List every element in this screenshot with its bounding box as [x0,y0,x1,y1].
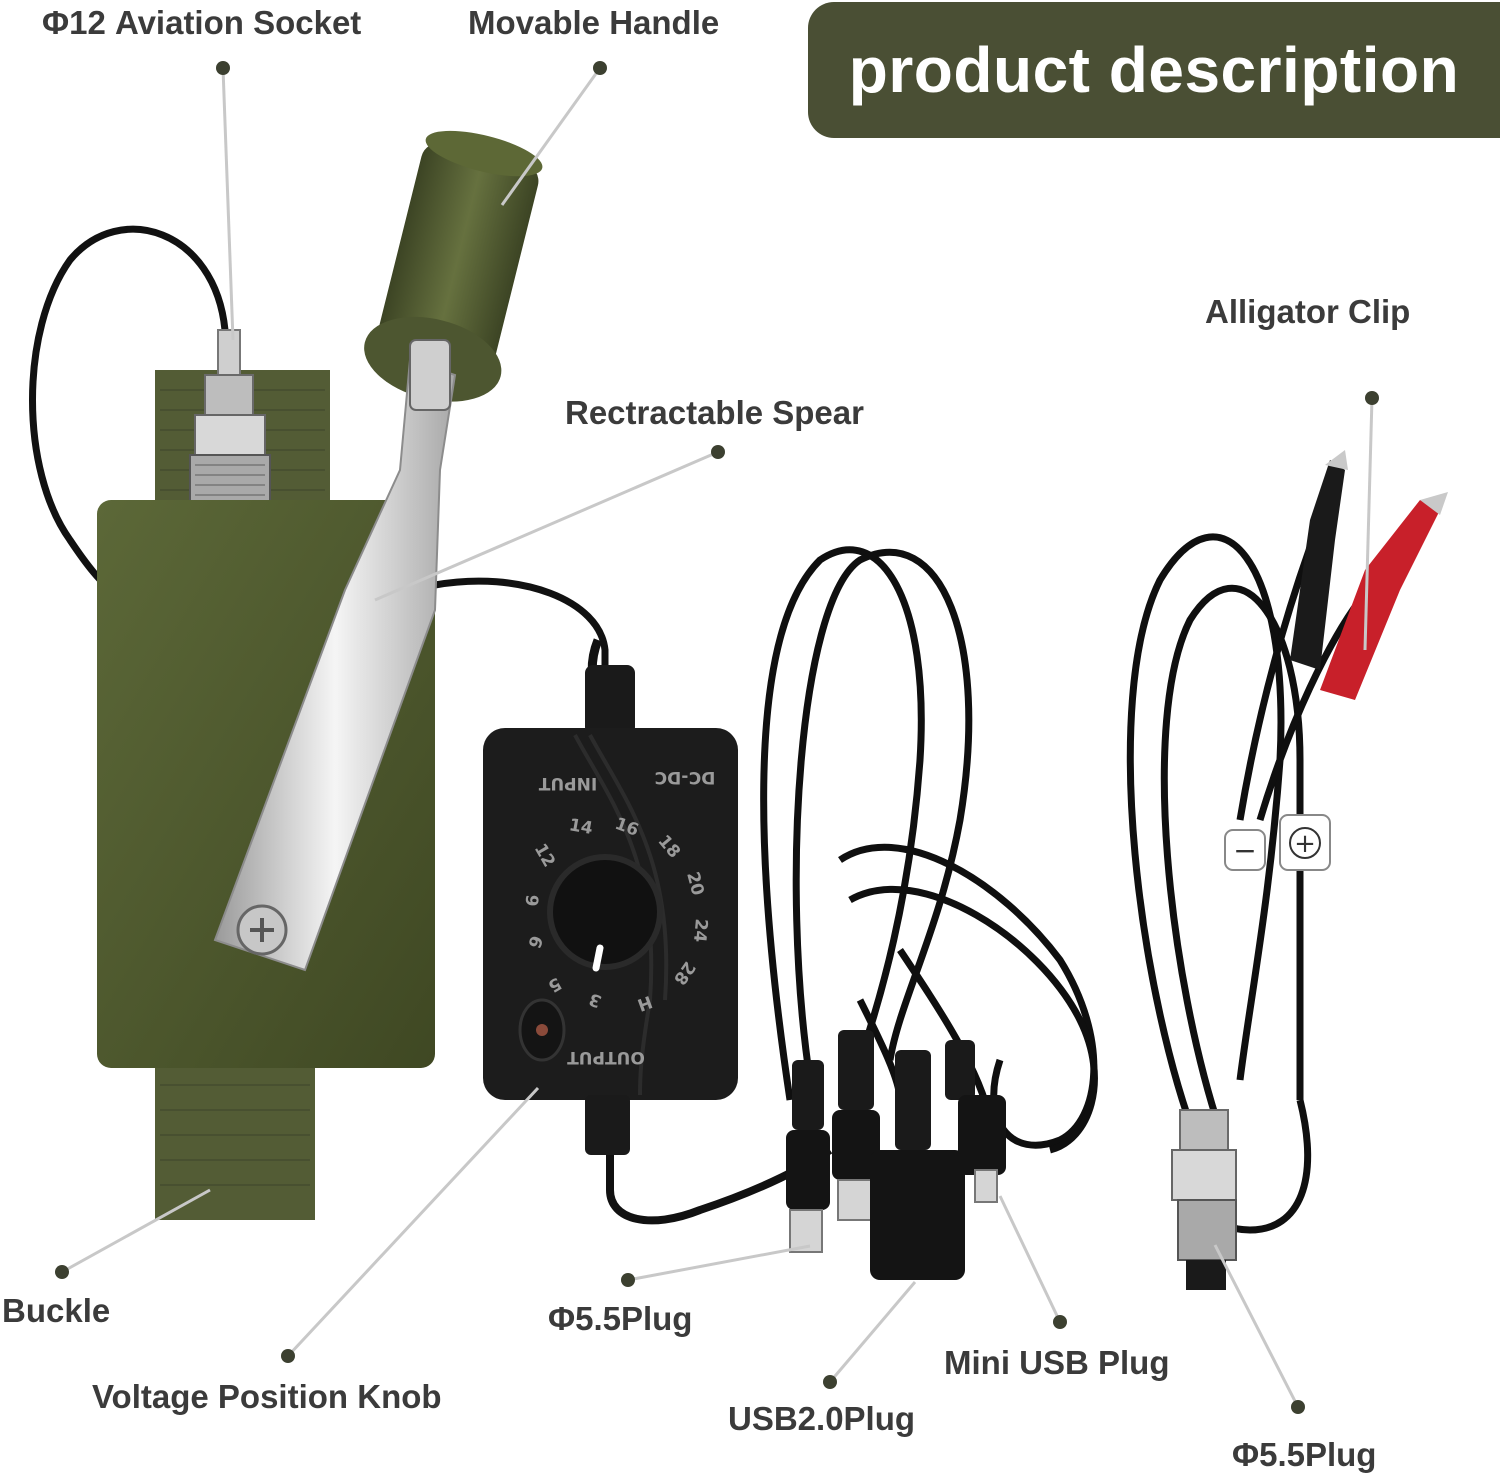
header-banner: product description [808,2,1500,138]
controller-dcdc-text: DC-DC [655,767,716,787]
leader-dots [55,61,1379,1414]
voltage-knob [547,854,663,970]
label-movable-handle: Movable Handle [468,4,720,41]
label-aviation-socket: Φ12 Aviation Socket [42,4,362,41]
dial-h: H [635,991,655,1015]
label-plug-55-right: Φ5.5Plug [1232,1436,1377,1473]
svg-text:−: − [1233,834,1256,867]
aviation-socket [189,329,271,504]
dial-14: 14 [567,815,594,839]
label-usb20-plug: USB2.0Plug [728,1400,916,1437]
label-alligator-clip: Alligator Clip [1205,293,1411,330]
banner-title: product description [848,34,1460,106]
controller-input-text: INPUT [538,773,597,793]
body-cable [434,577,609,670]
alligator-clip-red [1320,492,1448,700]
alligator-clip-black [1290,450,1348,670]
svg-text:+: + [1294,829,1316,859]
aviation-plug-right [1171,1109,1237,1290]
movable-handle [364,130,543,402]
label-mini-usb-plug: Mini USB Plug [944,1344,1170,1381]
label-retractable-spear: Rectractable Spear [565,394,864,431]
label-plug-55-left: Φ5.5Plug [548,1300,693,1337]
plug-55-left [786,1060,830,1253]
clip-cable [1126,518,1363,1234]
usb20-plug [870,1050,965,1280]
plug-55-middle [832,1030,880,1221]
label-voltage-knob: Voltage Position Knob [92,1378,442,1415]
controller-output-text: OUTPUT [567,1047,645,1067]
leader-lines [61,67,1374,1408]
socket-cable [29,225,229,593]
dial-9: 9 [521,894,542,908]
strap-bottom [155,1060,315,1220]
mini-usb-plug [945,1040,1006,1203]
polarity-tags: − + [1224,814,1331,871]
dial-24: 24 [689,918,711,943]
label-buckle: Buckle [2,1292,111,1329]
